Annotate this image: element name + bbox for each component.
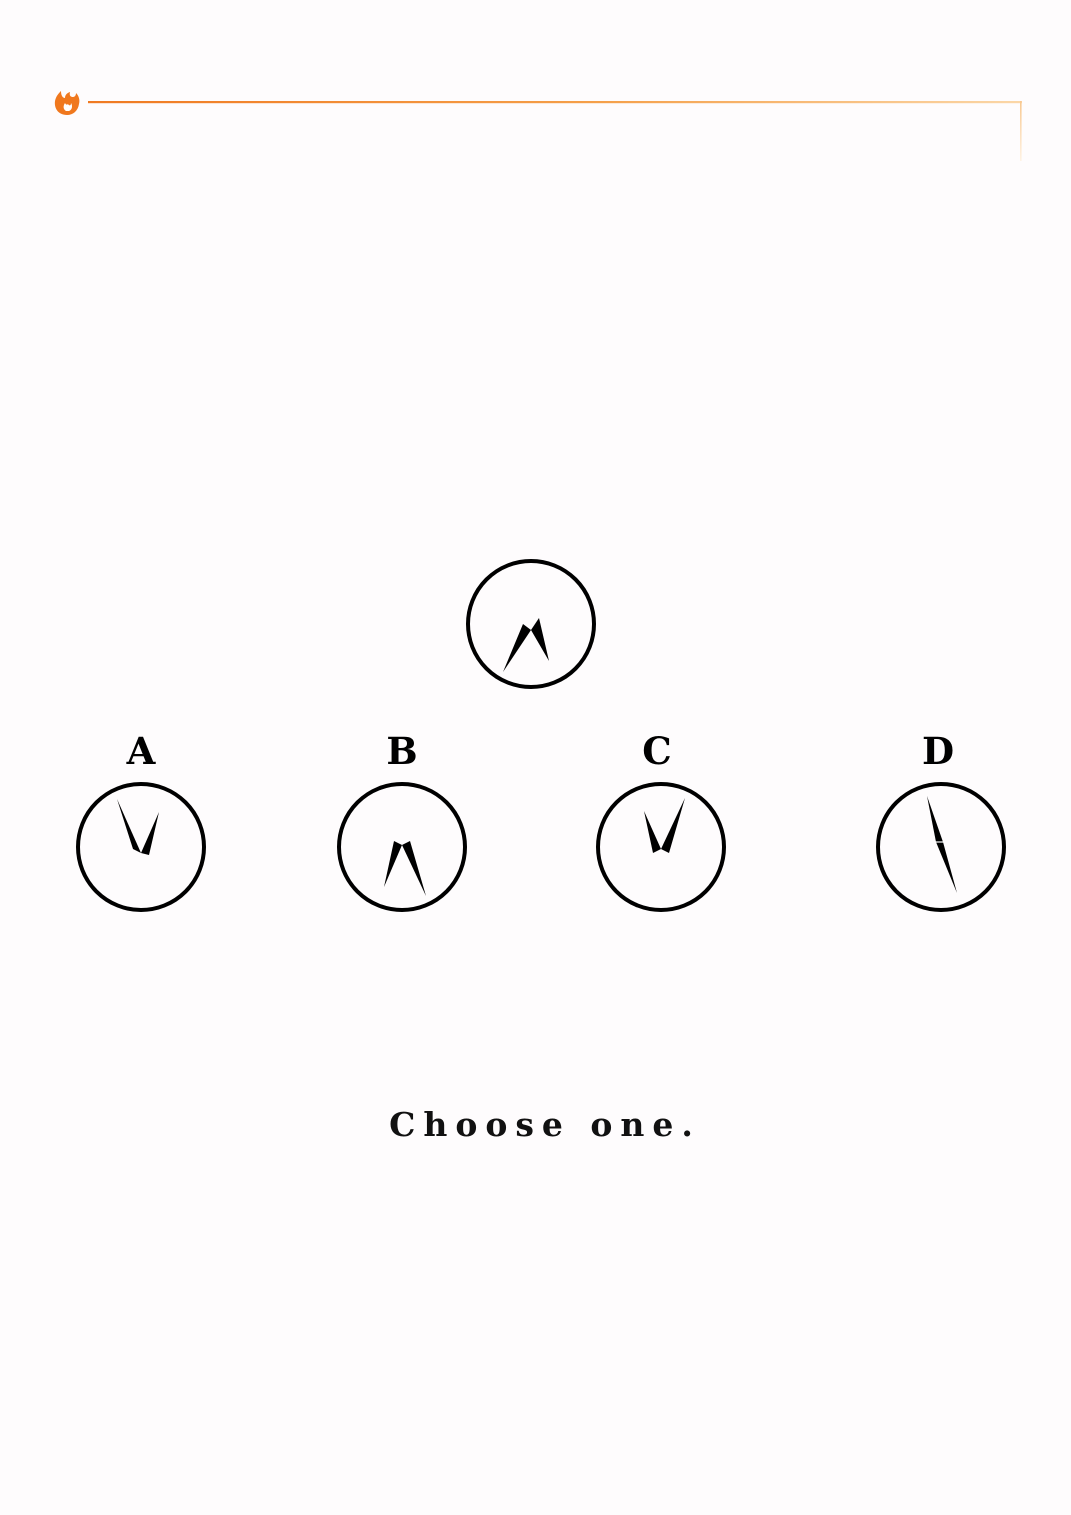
flame-logo-icon (54, 91, 80, 115)
header-rule (88, 101, 1022, 161)
option-d-label: D (921, 729, 955, 773)
option-a-label: A (126, 729, 156, 773)
option-c-clock-icon[interactable] (595, 781, 727, 913)
option-b-clock-icon[interactable] (336, 781, 468, 913)
option-c-label: C (642, 729, 672, 773)
option-a-clock-icon[interactable] (75, 781, 207, 913)
option-d-clock-icon[interactable] (875, 781, 1007, 913)
option-b-label: B (386, 729, 418, 773)
reference-clock-icon (466, 559, 596, 689)
prompt-text: Choose one. (389, 1105, 701, 1144)
